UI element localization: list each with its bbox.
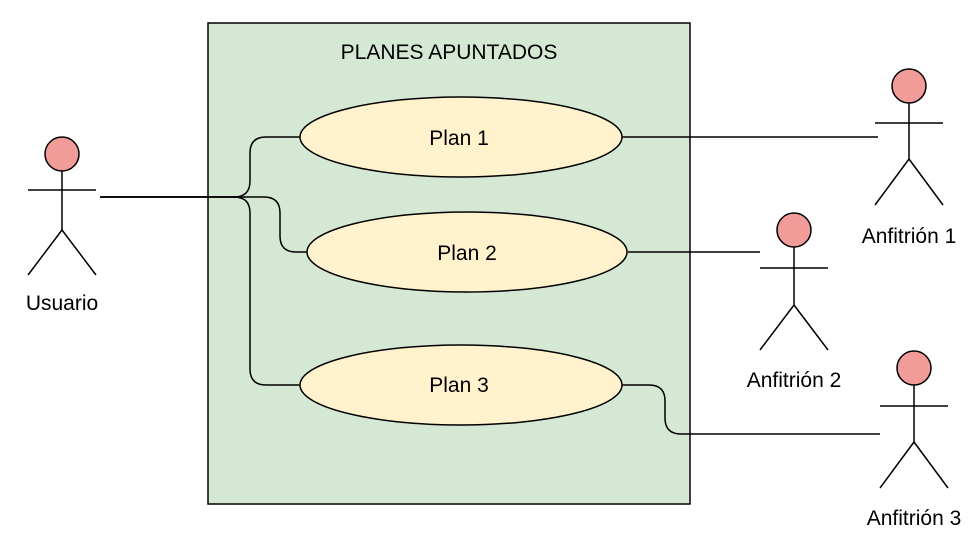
use-case-ellipse — [299, 96, 623, 178]
use-case-plan-2[interactable]: Plan 2 — [306, 211, 628, 293]
actor-label: Anfitrión 3 — [867, 507, 962, 530]
use-case-label: Plan 3 — [429, 374, 489, 397]
use-case-label: Plan 2 — [437, 242, 497, 265]
system-title: PLANES APUNTADOS — [341, 41, 558, 64]
use-case-plan-3[interactable]: Plan 3 — [299, 344, 623, 426]
connector-plan-3-host-3 — [622, 384, 880, 435]
actor-host-1[interactable]: Anfitrión 1 — [862, 68, 957, 248]
connector-user-plan-2 — [100, 196, 308, 253]
stick-figure-icon — [879, 350, 949, 489]
stick-figure-icon — [874, 68, 944, 206]
actor-host-3[interactable]: Anfitrión 3 — [867, 350, 962, 530]
actor-host-2[interactable]: Anfitrión 2 — [747, 212, 842, 392]
stick-figure-icon — [759, 212, 829, 351]
use-case-ellipse — [299, 344, 623, 426]
actor-label: Anfitrión 2 — [747, 369, 842, 392]
actor-label: Usuario — [26, 292, 98, 315]
actor-user[interactable]: Usuario — [26, 136, 98, 315]
connector-user-plan-1 — [100, 136, 300, 198]
connector-user-plan-3 — [100, 196, 300, 386]
use-case-label: Plan 1 — [429, 127, 489, 150]
use-case-plan-1[interactable]: Plan 1 — [299, 96, 623, 178]
use-case-ellipse — [306, 211, 628, 293]
stick-figure-icon — [27, 136, 97, 276]
actor-label: Anfitrión 1 — [862, 225, 957, 248]
